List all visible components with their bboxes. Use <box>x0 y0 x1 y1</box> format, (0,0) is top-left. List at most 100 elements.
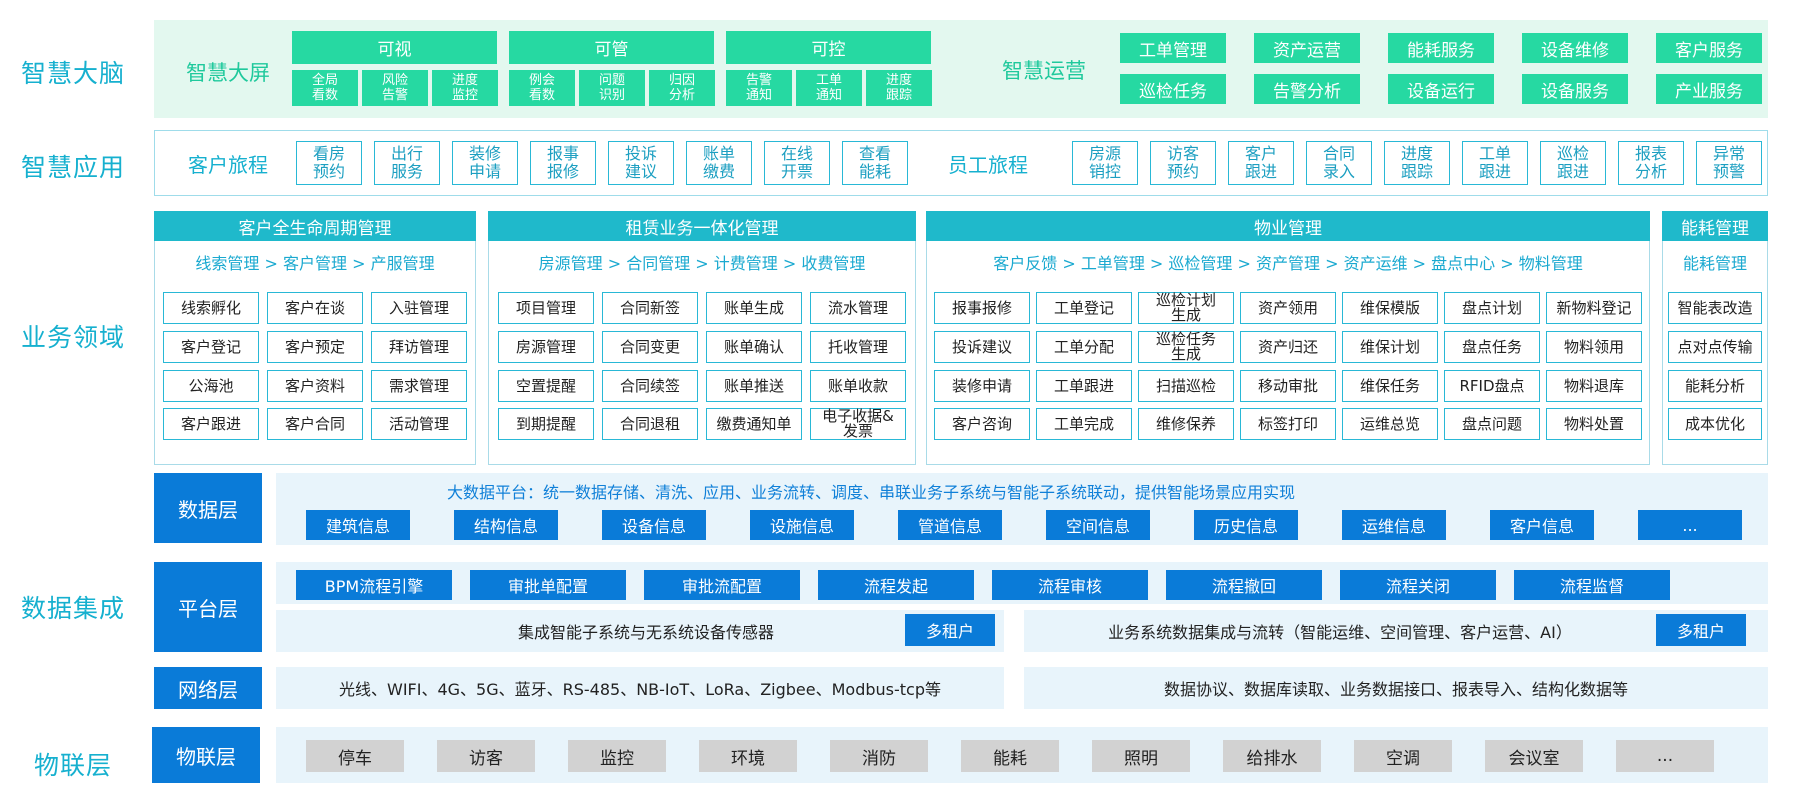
customer-journey-item[interactable]: 装修申请 <box>452 141 518 185</box>
brain-ops-button[interactable]: 告警分析 <box>1254 74 1360 104</box>
domain-cell[interactable]: 巡检任务生成 <box>1138 331 1234 363</box>
domain-cell[interactable]: 装修申请 <box>934 370 1030 402</box>
brain-group-item[interactable]: 风险告警 <box>362 70 428 106</box>
domain-cell[interactable]: 新物料登记 <box>1546 292 1642 324</box>
data-layer-item[interactable]: ... <box>1638 510 1742 540</box>
data-layer-item[interactable]: 结构信息 <box>454 510 558 540</box>
domain-cell[interactable]: 客户登记 <box>163 331 259 363</box>
domain-cell[interactable]: 合同变更 <box>602 331 698 363</box>
domain-cell[interactable]: 资产归还 <box>1240 331 1336 363</box>
brain-group-item[interactable]: 归因分析 <box>649 70 715 106</box>
domain-cell[interactable]: 扫描巡检 <box>1138 370 1234 402</box>
domain-cell[interactable]: 电子收据&发票 <box>810 408 906 440</box>
domain-cell[interactable]: 成本优化 <box>1668 408 1762 440</box>
data-layer-item[interactable]: 运维信息 <box>1342 510 1446 540</box>
data-layer-item[interactable]: 客户信息 <box>1490 510 1594 540</box>
domain-cell[interactable]: 客户预定 <box>267 331 363 363</box>
iot-layer-item[interactable]: 停车 <box>306 740 404 772</box>
customer-journey-item[interactable]: 报事报修 <box>530 141 596 185</box>
domain-cell[interactable]: 到期提醒 <box>498 408 594 440</box>
staff-journey-item[interactable]: 客户跟进 <box>1228 141 1294 185</box>
customer-journey-item[interactable]: 查看能耗 <box>842 141 908 185</box>
domain-cell[interactable]: 巡检计划生成 <box>1138 292 1234 324</box>
domain-cell[interactable]: 房源管理 <box>498 331 594 363</box>
brain-ops-button[interactable]: 能耗服务 <box>1388 33 1494 63</box>
iot-layer-item[interactable]: 照明 <box>1092 740 1190 772</box>
iot-layer-item[interactable]: 消防 <box>830 740 928 772</box>
data-layer-item[interactable]: 历史信息 <box>1194 510 1298 540</box>
brain-group-item[interactable]: 全局看数 <box>292 70 358 106</box>
platform-layer-item[interactable]: 审批单配置 <box>470 570 626 600</box>
data-layer-item[interactable]: 空间信息 <box>1046 510 1150 540</box>
domain-cell[interactable]: 空置提醒 <box>498 370 594 402</box>
domain-cell[interactable]: RFID盘点 <box>1444 370 1540 402</box>
iot-layer-item[interactable]: 访客 <box>437 740 535 772</box>
domain-cell[interactable]: 点对点传输 <box>1668 331 1762 363</box>
staff-journey-item[interactable]: 合同录入 <box>1306 141 1372 185</box>
brain-ops-button[interactable]: 工单管理 <box>1120 33 1226 63</box>
domain-cell[interactable]: 移动审批 <box>1240 370 1336 402</box>
domain-cell[interactable]: 工单登记 <box>1036 292 1132 324</box>
brain-ops-button[interactable]: 设备维修 <box>1522 33 1628 63</box>
domain-cell[interactable]: 物料退库 <box>1546 370 1642 402</box>
domain-cell[interactable]: 工单分配 <box>1036 331 1132 363</box>
domain-cell[interactable]: 盘点问题 <box>1444 408 1540 440</box>
staff-journey-item[interactable]: 访客预约 <box>1150 141 1216 185</box>
staff-journey-item[interactable]: 报表分析 <box>1618 141 1684 185</box>
platform-layer-item[interactable]: 流程撤回 <box>1166 570 1322 600</box>
domain-cell[interactable]: 托收管理 <box>810 331 906 363</box>
domain-cell[interactable]: 盘点计划 <box>1444 292 1540 324</box>
platform-layer-item[interactable]: 流程审核 <box>992 570 1148 600</box>
customer-journey-item[interactable]: 投诉建议 <box>608 141 674 185</box>
domain-cell[interactable]: 缴费通知单 <box>706 408 802 440</box>
brain-group-item[interactable]: 工单通知 <box>796 70 862 106</box>
domain-cell[interactable]: 账单确认 <box>706 331 802 363</box>
customer-journey-item[interactable]: 看房预约 <box>296 141 362 185</box>
domain-cell[interactable]: 账单收款 <box>810 370 906 402</box>
domain-cell[interactable]: 客户咨询 <box>934 408 1030 440</box>
platform-layer-item[interactable]: 流程发起 <box>818 570 974 600</box>
brain-ops-button[interactable]: 设备服务 <box>1522 74 1628 104</box>
staff-journey-item[interactable]: 巡检跟进 <box>1540 141 1606 185</box>
domain-cell[interactable]: 合同新签 <box>602 292 698 324</box>
domain-cell[interactable]: 工单完成 <box>1036 408 1132 440</box>
data-layer-item[interactable]: 设施信息 <box>750 510 854 540</box>
domain-cell[interactable]: 维保模版 <box>1342 292 1438 324</box>
domain-cell[interactable]: 智能表改造 <box>1668 292 1762 324</box>
domain-cell[interactable]: 维保任务 <box>1342 370 1438 402</box>
staff-journey-item[interactable]: 工单跟进 <box>1462 141 1528 185</box>
domain-cell[interactable]: 账单推送 <box>706 370 802 402</box>
iot-layer-item[interactable]: 环境 <box>699 740 797 772</box>
iot-layer-item[interactable]: 空调 <box>1354 740 1452 772</box>
domain-cell[interactable]: 资产领用 <box>1240 292 1336 324</box>
platform-layer-item[interactable]: BPM流程引擎 <box>296 570 452 600</box>
data-layer-item[interactable]: 管道信息 <box>898 510 1002 540</box>
domain-cell[interactable]: 维保计划 <box>1342 331 1438 363</box>
domain-cell[interactable]: 运维总览 <box>1342 408 1438 440</box>
domain-cell[interactable]: 客户合同 <box>267 408 363 440</box>
staff-journey-item[interactable]: 房源销控 <box>1072 141 1138 185</box>
brain-group-item[interactable]: 告警通知 <box>726 70 792 106</box>
domain-cell[interactable]: 维修保养 <box>1138 408 1234 440</box>
brain-group-item[interactable]: 问题识别 <box>579 70 645 106</box>
domain-cell[interactable]: 线索孵化 <box>163 292 259 324</box>
domain-cell[interactable]: 物料处置 <box>1546 408 1642 440</box>
platform-layer-item[interactable]: 流程监督 <box>1514 570 1670 600</box>
data-layer-item[interactable]: 设备信息 <box>602 510 706 540</box>
brain-ops-button[interactable]: 资产运营 <box>1254 33 1360 63</box>
iot-layer-item[interactable]: 给排水 <box>1223 740 1321 772</box>
domain-cell[interactable]: 公海池 <box>163 370 259 402</box>
customer-journey-item[interactable]: 账单缴费 <box>686 141 752 185</box>
domain-cell[interactable]: 流水管理 <box>810 292 906 324</box>
customer-journey-item[interactable]: 出行服务 <box>374 141 440 185</box>
iot-layer-item[interactable]: 会议室 <box>1485 740 1583 772</box>
brain-group-item[interactable]: 例会看数 <box>509 70 575 106</box>
domain-cell[interactable]: 合同续签 <box>602 370 698 402</box>
domain-cell[interactable]: 标签打印 <box>1240 408 1336 440</box>
brain-group-item[interactable]: 进度监控 <box>432 70 498 106</box>
domain-cell[interactable]: 能耗分析 <box>1668 370 1762 402</box>
domain-cell[interactable]: 客户资料 <box>267 370 363 402</box>
brain-ops-button[interactable]: 设备运行 <box>1388 74 1494 104</box>
staff-journey-item[interactable]: 进度跟踪 <box>1384 141 1450 185</box>
domain-cell[interactable]: 工单跟进 <box>1036 370 1132 402</box>
